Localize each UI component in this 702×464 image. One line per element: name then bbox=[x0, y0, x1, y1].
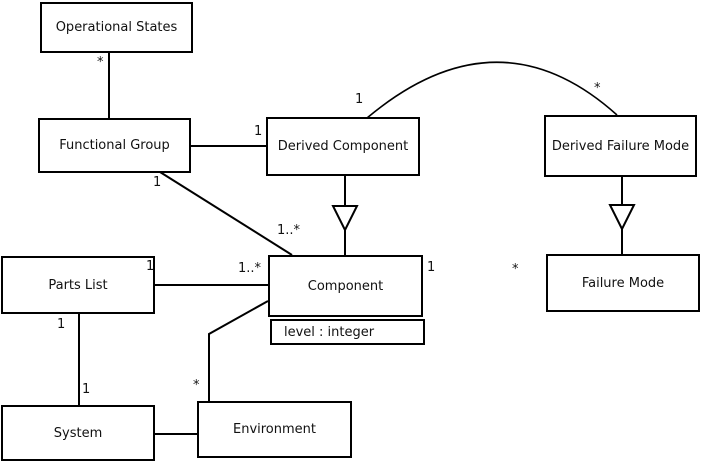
class-name-label: Functional Group bbox=[59, 138, 170, 153]
multiplicity-system-top-end: 1 bbox=[82, 382, 91, 397]
multiplicity-environment-top-end: * bbox=[193, 378, 200, 393]
multiplicity-parts-list-bottom-end: 1 bbox=[57, 317, 66, 332]
multiplicity-component-right-end: 1 bbox=[427, 260, 436, 275]
multiplicity-functional-group-bottom-end: 1 bbox=[153, 175, 162, 190]
class-operational-states: Operational States bbox=[40, 2, 193, 53]
class-functional-group: Functional Group bbox=[38, 118, 191, 173]
class-derived-component: Derived Component bbox=[266, 117, 420, 176]
class-environment: Environment bbox=[197, 401, 352, 458]
class-name-label: Failure Mode bbox=[581, 275, 665, 291]
class-name-label: Component bbox=[307, 278, 384, 294]
generalization-triangle-icon bbox=[331, 205, 359, 233]
multiplicity-parts-list-right-end: 1 bbox=[146, 259, 155, 274]
class-name-label: Derived Failure Mode bbox=[551, 138, 690, 154]
class-derived-failure-mode: Derived Failure Mode bbox=[544, 115, 697, 177]
class-failure-mode: Failure Mode bbox=[546, 254, 700, 312]
association-environment-component bbox=[208, 300, 269, 402]
generalization-triangle-icon bbox=[608, 204, 636, 232]
class-name-label: Operational States bbox=[55, 20, 178, 35]
class-name-label: Parts List bbox=[48, 277, 108, 293]
class-attribute-label: level : integer bbox=[284, 324, 375, 340]
class-parts-list: Parts List bbox=[1, 256, 155, 314]
class-component-name-compartment: Component bbox=[268, 255, 423, 317]
multiplicity-arc-derived-failure-mode-end: * bbox=[594, 81, 601, 96]
class-name-label: Environment bbox=[232, 422, 316, 437]
association-derived-component-derived-failure-mode bbox=[366, 61, 618, 119]
class-name-label: Derived Component bbox=[277, 139, 409, 154]
multiplicity-component-topleft-end: 1..* bbox=[277, 223, 301, 238]
multiplicity-arc-derived-component-end: 1 bbox=[355, 92, 364, 107]
multiplicity-operational-states-end: * bbox=[97, 55, 104, 70]
multiplicity-derived-component-left-end: 1 bbox=[254, 124, 263, 139]
association-functional-group-component bbox=[159, 171, 293, 256]
class-system: System bbox=[1, 405, 155, 461]
multiplicity-failure-mode-left-end: * bbox=[512, 262, 519, 277]
class-name-label: System bbox=[53, 425, 103, 441]
multiplicity-component-left-end: 1..* bbox=[238, 261, 262, 276]
class-component-attribute-compartment: level : integer bbox=[270, 319, 425, 345]
